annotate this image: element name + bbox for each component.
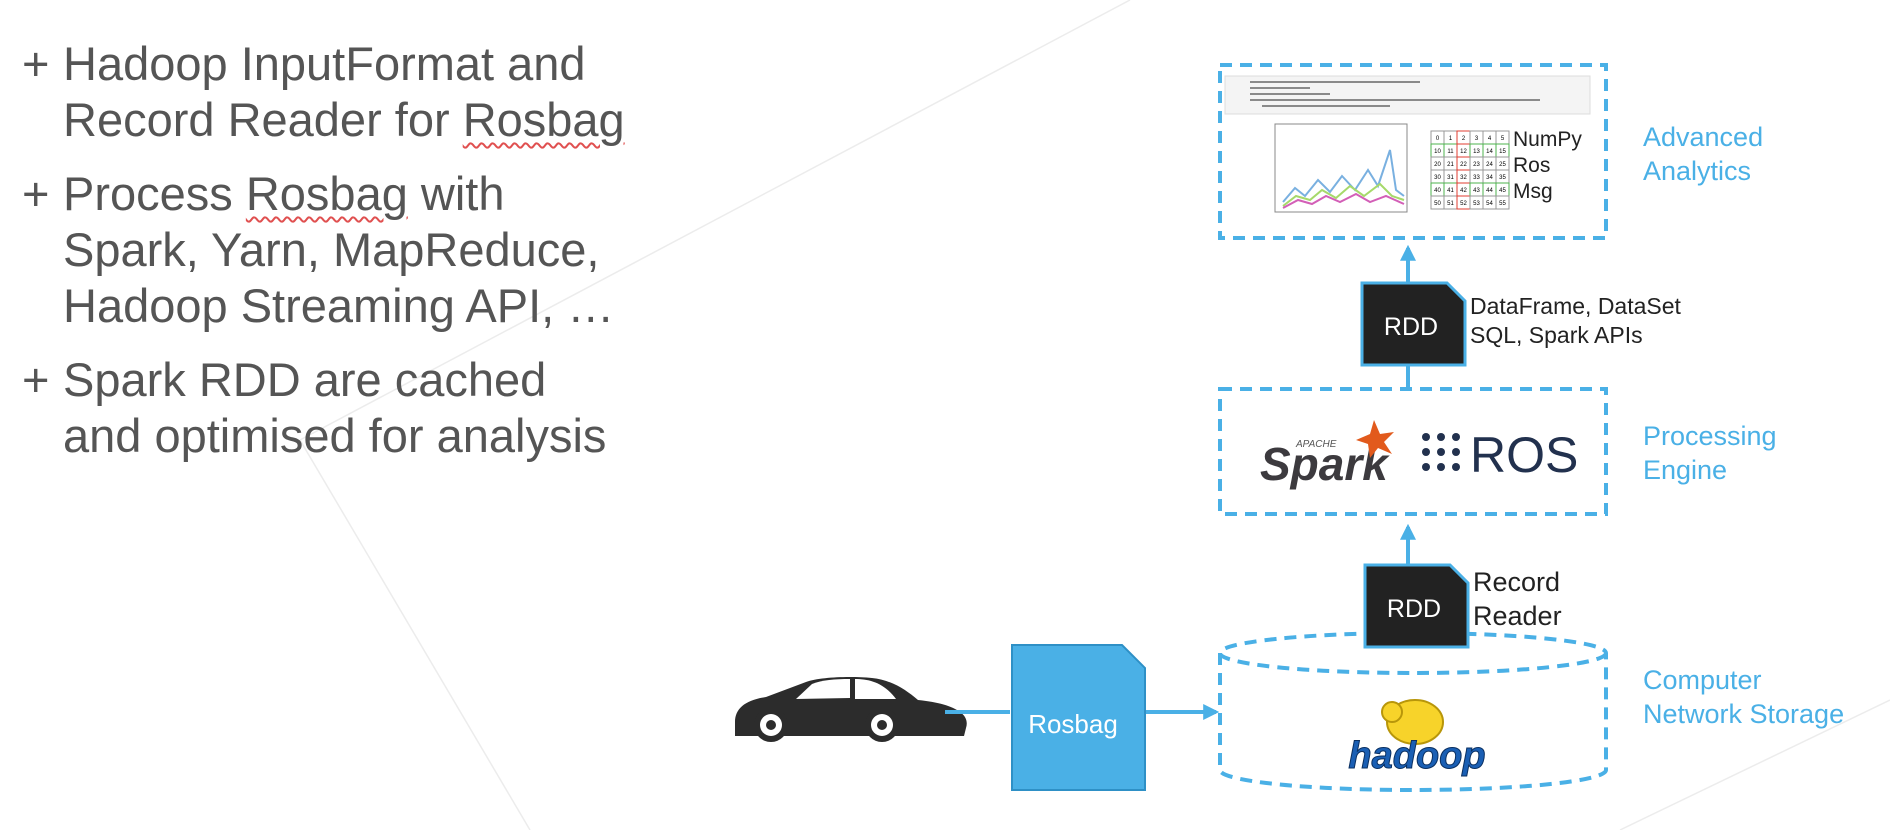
matrix-cell-value: 12 — [1460, 149, 1467, 155]
matrix-cell-value: 0 — [1436, 136, 1440, 142]
bullet-plus: + — [22, 353, 50, 406]
matrix-cell-value: 35 — [1499, 175, 1506, 181]
matrix-cell-value: 55 — [1499, 201, 1506, 207]
code-snippet — [1224, 75, 1591, 115]
matrix-cell-value: 2 — [1462, 136, 1466, 142]
matrix-cell-value: 42 — [1460, 188, 1467, 194]
rdd-label: RDD — [1384, 313, 1438, 341]
computer-network-storage-label: Computer Network Storage — [1643, 665, 1845, 729]
matrix-cell-value: 51 — [1447, 201, 1454, 207]
matrix-cell-value: 5 — [1501, 136, 1505, 142]
matrix-cell-value: 44 — [1486, 188, 1493, 194]
matrix-cell-value: 34 — [1486, 175, 1493, 181]
matrix-cell-value: 21 — [1447, 162, 1454, 168]
ros-text: ROS — [1470, 427, 1578, 483]
bullet-item: + Process Rosbag with Spark, Yarn, MapRe… — [22, 166, 662, 334]
bullet-plus: + — [22, 167, 50, 220]
matrix-cell-value: 32 — [1460, 175, 1467, 181]
bullet-list: + Hadoop InputFormat and Record Reader f… — [22, 36, 662, 482]
bullet-item: + Hadoop InputFormat and Record Reader f… — [22, 36, 662, 148]
rdd-box-lower: RDD — [1363, 563, 1470, 649]
matrix-cell-value: 45 — [1499, 188, 1506, 194]
rdd-lower-caption: Record Reader — [1473, 567, 1562, 631]
matrix-cell-value: 24 — [1486, 162, 1493, 168]
matrix-cell-value: 54 — [1486, 201, 1493, 207]
spark-logo: APACHE Spark — [1260, 420, 1394, 490]
matrix-cell-value: 53 — [1473, 201, 1480, 207]
rosbag-box: Rosbag — [1011, 644, 1146, 791]
bullet-text: Hadoop InputFormat and Record Reader for… — [63, 37, 625, 146]
mini-line-plot — [1274, 123, 1408, 213]
matrix-cell-value: 41 — [1447, 188, 1454, 194]
matrix-cell-value: 20 — [1434, 162, 1441, 168]
matrix-cell-value: 22 — [1460, 162, 1467, 168]
rdd-upper-caption: DataFrame, DataSet SQL, Spark APIs — [1470, 293, 1681, 348]
car-icon — [735, 677, 967, 742]
matrix-cell-value: 52 — [1460, 201, 1467, 207]
matrix-cell-value: 15 — [1499, 149, 1506, 155]
matrix-cell-value: 25 — [1499, 162, 1506, 168]
processing-engine-label: Processing Engine — [1643, 421, 1777, 485]
matrix-cell-value: 11 — [1447, 149, 1454, 155]
matrix-cell-value: 13 — [1473, 149, 1480, 155]
matrix-cell-value: 1 — [1449, 136, 1453, 142]
matrix-cell-value: 33 — [1473, 175, 1480, 181]
advanced-analytics-label: Advanced Analytics — [1643, 122, 1764, 186]
bullet-text: Process Rosbag with Spark, Yarn, MapRedu… — [63, 167, 615, 332]
matrix-cell-value: 14 — [1486, 149, 1493, 155]
bullet-item: + Spark RDD are cached and optimised for… — [22, 352, 662, 464]
matrix-cell-value: 23 — [1473, 162, 1480, 168]
matrix-cell-value: 50 — [1434, 201, 1441, 207]
rosbag-label: Rosbag — [1028, 709, 1118, 739]
matrix-cell-value: 40 — [1434, 188, 1441, 194]
rdd-label: RDD — [1387, 595, 1441, 623]
numpy-caption: NumPy Ros Msg — [1513, 128, 1582, 203]
bullet-text: Spark RDD are cached and optimised for a… — [63, 353, 607, 462]
matrix-cell-value: 43 — [1473, 188, 1480, 194]
bullet-plus: + — [22, 37, 50, 90]
hadoop-text: hadoop — [1348, 735, 1485, 777]
matrix-cell-value: 4 — [1488, 136, 1492, 142]
advanced-analytics-box — [1218, 63, 1608, 240]
hadoop-logo: hadoop — [1348, 699, 1486, 778]
matrix-cell — [1495, 195, 1510, 210]
matrix-cell-value: 31 — [1447, 175, 1454, 181]
matrix-cell-value: 30 — [1434, 175, 1441, 181]
matrix-cell-value: 3 — [1475, 136, 1479, 142]
processing-engine-box — [1218, 387, 1608, 516]
matrix-cell-value: 10 — [1434, 149, 1441, 155]
spark-apache-text: APACHE — [1295, 439, 1337, 450]
spellcheck-word: Rosbag — [245, 167, 408, 220]
spellcheck-word: Rosbag — [462, 93, 625, 146]
rdd-box-upper: RDD — [1360, 281, 1467, 367]
ros-logo: ROS — [1422, 427, 1578, 483]
